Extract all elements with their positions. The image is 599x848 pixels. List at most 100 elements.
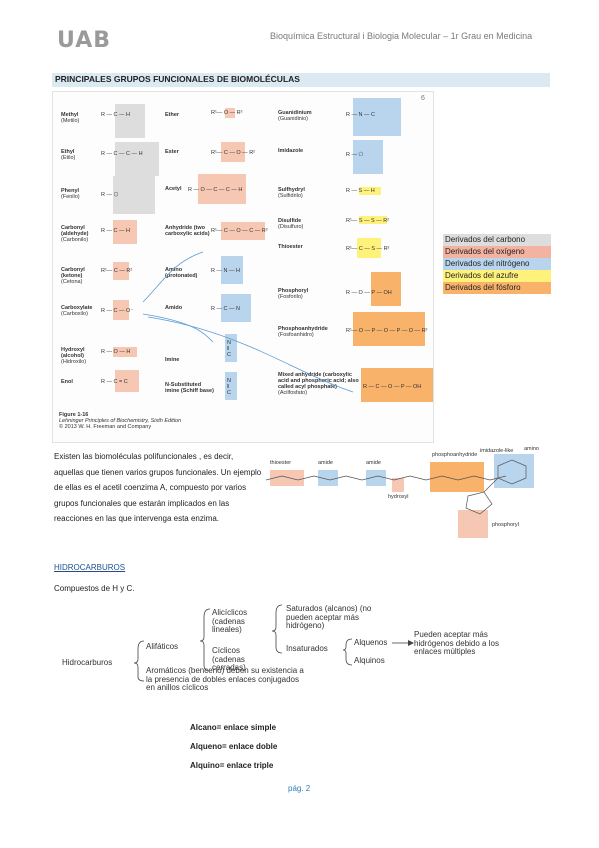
figure-number: 6 — [421, 95, 425, 102]
group-acetyl: Acetyl — [165, 186, 182, 192]
phosphoanhydride-structure: R¹— O — P — O — P — O — R² — [346, 328, 428, 334]
functional-groups-figure: 6 Methyl(Metilo) Ethyl(Etilo) Phenyl(Fen… — [52, 91, 434, 443]
group-schiff-base: N-Substituted imine (Schiff base) — [165, 382, 214, 394]
coa-thioester-label: thioester — [270, 460, 292, 466]
tree-aliciclicos: Alicíclicos (cadenas lineales) — [212, 608, 248, 634]
mixed-anhydride-highlight — [361, 368, 433, 402]
section-title: PRINCIPALES GRUPOS FUNCIONALES DE BIOMOL… — [55, 74, 300, 84]
hydrocarbons-subtitle: Compuestos de H y C. — [54, 584, 135, 593]
guanidinium-structure: R — N — C — [346, 112, 376, 118]
imidazole-highlight — [353, 140, 383, 174]
group-imine: Imine — [165, 357, 180, 363]
group-ether: Ether — [165, 112, 180, 118]
figure-caption: Figure 1-16 Lehninger Principles of Bioc… — [59, 412, 182, 430]
imine-structure: N‖C — [227, 340, 231, 358]
tree-saturados: Saturados (alcanos) (no pueden aceptar m… — [286, 604, 372, 630]
hydroxyl-highlight — [113, 347, 137, 357]
coa-amide1-highlight — [318, 470, 338, 486]
coa-adenine-highlight — [494, 454, 534, 488]
tree-insaturados: Insaturados — [286, 644, 328, 653]
methyl-structure: R — C — H — [101, 112, 131, 118]
anhydride-highlight — [221, 222, 265, 240]
ketone-structure: R¹— C — R² — [101, 268, 133, 274]
coa-amide2-highlight — [366, 470, 386, 486]
ester-structure: R¹— C — O — R² — [211, 150, 255, 156]
bond-alquino: Alquino= enlace triple — [190, 761, 274, 770]
uab-logo: UAB — [57, 28, 111, 53]
coa-amino-label: amino — [524, 446, 539, 452]
amino-highlight — [221, 256, 243, 284]
phenyl-structure: R — ⬡ — [101, 192, 119, 198]
polyfunctional-paragraph: Existen las biomoléculas polifuncionales… — [54, 452, 262, 523]
methyl-highlight — [115, 104, 145, 138]
enol-structure: R — C = C — [101, 379, 128, 385]
group-amino: Amino (protonated) — [165, 267, 198, 279]
ethyl-highlight — [115, 142, 159, 176]
group-methyl: Methyl(Metilo) — [61, 112, 80, 124]
bond-alqueno: Alqueno= enlace doble — [190, 742, 278, 751]
tree-ciclicos: Cíclicos (cadenas cerradas) — [212, 646, 246, 672]
amido-highlight — [221, 294, 251, 322]
tree-alifaticos: Alifáticos — [146, 642, 179, 651]
legend-carbon: Derivados del carbono — [443, 234, 551, 246]
tree-alquinos: Alquinos — [354, 656, 385, 665]
amino-structure: R — N — H — [211, 268, 241, 274]
tree-brackets — [133, 604, 414, 682]
coa-phosphoryl-label: phosphoryl — [492, 522, 519, 528]
group-anhydride: Anhydride (two carboxylic acids) — [165, 225, 210, 237]
page-number: pág. 2 — [288, 784, 311, 793]
group-hydroxyl: Hydroxyl (alcohol)(Hidroxilo) — [61, 347, 87, 365]
enol-highlight — [115, 370, 139, 392]
hydrocarbon-tree: Hidrocarburos Alifáticos Alicíclicos (ca… — [62, 601, 522, 721]
coa-phosphoanhydride-label: phosphoanhydride — [432, 452, 478, 458]
group-mixed-anhydride: Mixed anhydride (carboxylic acid and pho… — [278, 372, 359, 396]
coa-hydroxyl-label: hydroxyl — [388, 494, 409, 500]
group-sulfhydryl: Sulfhydryl(Sulfidrilo) — [278, 187, 305, 199]
tree-pueden: Pueden aceptar más hidrógenos debido a l… — [414, 630, 499, 656]
group-guanidinium: Guanidinium(Guanidinio) — [278, 110, 312, 122]
coa-imidazole-label: imidazole-like — [480, 448, 514, 454]
acetyl-highlight — [198, 174, 246, 204]
acetyl-structure: R — O — C — C — H — [188, 187, 243, 193]
phenyl-highlight — [113, 176, 155, 214]
group-enol: Enol — [61, 379, 73, 385]
coa-phosphoryl-highlight — [458, 510, 488, 538]
thioester-highlight — [357, 238, 381, 258]
group-disulfide: Disulfide(Disulfuro) — [278, 218, 304, 230]
carboxylate-highlight — [113, 300, 129, 320]
ester-highlight — [221, 142, 245, 162]
amido-structure: R — C — N — [211, 306, 241, 312]
coa-amide1-label: amide — [318, 460, 333, 466]
group-thioester: Thioester — [278, 244, 303, 250]
coa-skeleton — [265, 459, 527, 515]
group-ester: Ester — [165, 149, 179, 155]
tree-aromaticos: Aromáticos (benceno) deben su existencia… — [146, 666, 304, 692]
group-carboxylate: Carboxylate(Carboxilo) — [61, 305, 93, 317]
disulfide-highlight — [359, 216, 387, 224]
tree-alquenos: Alquenos — [354, 638, 388, 647]
ethyl-structure: R — C — C — H — [101, 151, 143, 157]
coa-amide2-label: amide — [366, 460, 381, 466]
guanidinium-highlight — [353, 98, 401, 136]
tree-root: Hidrocarburos — [62, 658, 113, 667]
aldehyde-highlight — [113, 220, 137, 244]
disulfide-structure: R¹— S — S — R² — [346, 218, 390, 224]
phosphoryl-highlight — [371, 272, 401, 306]
aldehyde-structure: R — C — H — [101, 228, 131, 234]
course-header: Bioquímica Estructural i Biologia Molecu… — [270, 31, 533, 41]
group-imidazole: Imidazole — [278, 148, 304, 154]
phosphoryl-structure: R — O — P — OH — [346, 290, 392, 296]
bond-alcano: Alcano= enlace simple — [190, 723, 277, 732]
imine-highlight — [225, 334, 237, 362]
ether-highlight — [225, 108, 235, 118]
group-ethyl: Ethyl(Etilo) — [61, 149, 76, 161]
hydrocarbons-title: HIDROCARBUROS — [54, 563, 126, 572]
phosphoanhydride-highlight — [353, 312, 425, 346]
mixed-anhydride-structure: R — C — O — P — OH — [363, 384, 422, 390]
group-phosphoryl: Phosphoryl(Fosforilo) — [278, 288, 309, 300]
color-legend: Derivados del carbono Derivados del oxíg… — [443, 234, 551, 294]
sulfhydryl-highlight — [359, 187, 381, 195]
group-amido: Amido — [165, 305, 183, 311]
legend-nitrogen: Derivados del nitrógeno — [443, 258, 551, 270]
anhydride-structure: R¹— C — O — C — R² — [211, 228, 268, 234]
